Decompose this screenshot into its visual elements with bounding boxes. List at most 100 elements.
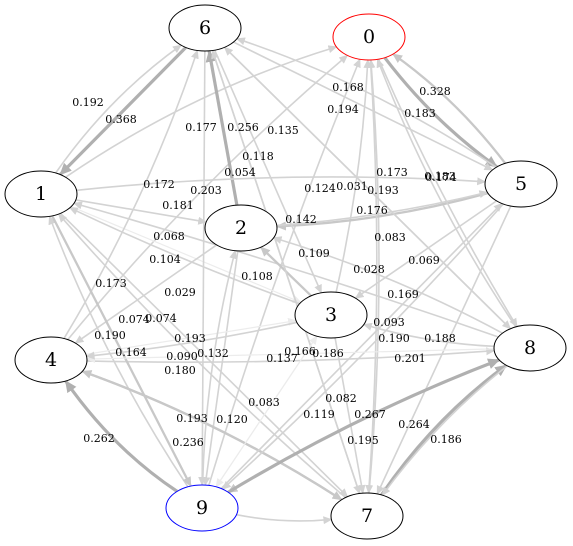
edge-9-to-1	[48, 215, 189, 488]
edge-6-to-7	[211, 50, 361, 495]
edge-6-to-3	[213, 49, 323, 294]
edge-2-to-6	[205, 49, 239, 206]
edge-weight-label: 0.054	[224, 166, 256, 179]
edge-weight-label: 0.142	[285, 213, 317, 226]
node-ellipse	[493, 324, 567, 372]
edge-weight-label: 0.168	[332, 81, 364, 94]
edge-3-to-1	[68, 207, 300, 305]
node-8: 8	[493, 324, 567, 372]
edge-2-to-5	[276, 190, 489, 227]
edge-8-to-9	[227, 358, 500, 494]
edge-1-to-6	[55, 44, 182, 174]
edge-3-to-4	[85, 321, 298, 360]
edge-weight-label: 0.104	[149, 253, 181, 266]
edge-weight-label: 0.074	[118, 313, 150, 326]
node-label: 8	[524, 337, 536, 359]
edge-8-to-0	[376, 58, 517, 328]
edge-weight-label: 0.068	[153, 230, 185, 243]
node-label: 1	[35, 183, 47, 205]
edge-weight-label: 0.119	[303, 408, 335, 421]
edge-2-to-9	[202, 250, 239, 487]
edge-weight-label: 0.181	[162, 199, 194, 212]
edge-weight-label: 0.124	[304, 182, 336, 195]
edge-weight-label: 0.090	[166, 350, 198, 363]
edge-4-to-3	[85, 317, 298, 355]
edge-weight-label: 0.190	[94, 329, 126, 342]
node-ellipse	[14, 336, 88, 384]
edge-weight-label: 0.164	[115, 346, 147, 359]
edge-9-to-2	[201, 249, 238, 486]
node-1: 1	[4, 170, 78, 218]
edge-8-to-4	[85, 348, 495, 363]
edge-weight-label: 0.074	[145, 312, 177, 325]
node-7: 7	[330, 492, 404, 540]
edge-1-to-7	[59, 212, 349, 498]
edge-weight-label: 0.173	[95, 277, 127, 290]
edge-weight-label: 0.193	[367, 184, 399, 197]
edge-7-to-8	[380, 364, 508, 496]
edge-weight-label: 0.120	[216, 413, 248, 426]
edge-8-to-1	[72, 201, 499, 338]
edge-weight-label: 0.169	[387, 288, 419, 301]
edge-5-to-9	[221, 203, 504, 490]
edge-weight-label: 0.188	[424, 332, 456, 345]
edge-0-to-7	[365, 59, 378, 495]
edge-weight-label: 0.093	[373, 316, 405, 329]
node-label: 5	[515, 173, 527, 195]
edge-weight-label: 0.135	[267, 124, 299, 137]
edge-weight-label: 0.180	[164, 364, 196, 377]
edge-7-to-0	[367, 58, 380, 494]
edge-weight-label: 0.186	[312, 347, 344, 360]
node-label: 4	[45, 349, 57, 371]
node-label: 0	[363, 26, 375, 48]
edge-1-to-5	[76, 176, 487, 192]
edge-weight-label: 0.083	[248, 396, 280, 409]
edge-weight-label: 0.192	[72, 96, 104, 109]
edge-4-to-8	[86, 347, 496, 363]
edge-weight-label: 0.176	[356, 204, 388, 217]
edge-8-to-2	[272, 236, 503, 334]
edge-weight-label: 0.137	[266, 352, 298, 365]
edge-weight-label: 0.082	[325, 392, 357, 405]
edge-weight-label: 0.256	[227, 121, 259, 134]
node-label: 7	[361, 505, 373, 527]
edge-1-to-2	[75, 199, 208, 225]
edge-weight-label: 0.174	[425, 171, 457, 184]
edge-2-to-4	[74, 244, 218, 344]
edge-9-to-5	[220, 202, 503, 490]
edge-weight-label: 0.118	[242, 150, 274, 163]
edge-weight-label: 0.193	[174, 332, 206, 345]
node-ellipse	[165, 484, 239, 532]
edge-9-to-0	[208, 58, 361, 486]
edge-7-to-1	[57, 213, 347, 499]
node-0: 0	[332, 13, 406, 61]
node-ellipse	[330, 492, 404, 540]
edge-6-to-1	[59, 46, 187, 176]
edge-weight-label: 0.368	[105, 113, 137, 126]
edge-weight-label: 0.132	[197, 347, 229, 360]
edge-weight-label: 0.190	[378, 332, 410, 345]
edge-1-to-0	[65, 45, 338, 178]
edge-0-to-8	[377, 58, 518, 328]
edge-weight-label: 0.262	[83, 432, 115, 445]
node-2: 2	[204, 204, 278, 252]
edge-weight-label: 0.029	[164, 286, 196, 299]
edge-weight-label: 0.236	[172, 436, 204, 449]
node-3: 3	[294, 291, 368, 339]
edge-9-to-7	[236, 513, 333, 525]
node-ellipse	[294, 291, 368, 339]
edge-weight-label: 0.194	[327, 103, 359, 116]
edge-weight-label: 0.193	[176, 412, 208, 425]
edge-5-to-6	[235, 37, 497, 168]
node-5: 5	[484, 160, 558, 208]
node-ellipse	[204, 204, 278, 252]
edge-weight-label: 0.183	[424, 170, 456, 183]
node-ellipse	[332, 13, 406, 61]
edge-weight-label: 0.203	[190, 184, 222, 197]
edge-weight-label: 0.328	[419, 85, 451, 98]
node-label: 9	[196, 497, 208, 519]
